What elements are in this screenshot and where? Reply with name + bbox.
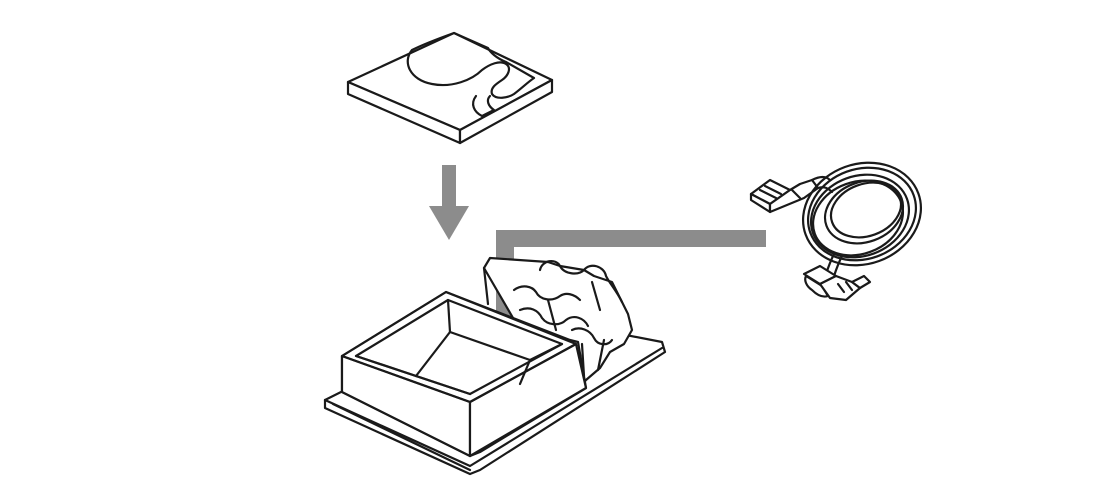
packing-tray-icon: [323, 256, 667, 476]
down-arrow-icon: [429, 165, 469, 240]
sheet-insert-icon: [346, 31, 554, 145]
power-cord-icon: [749, 161, 923, 302]
